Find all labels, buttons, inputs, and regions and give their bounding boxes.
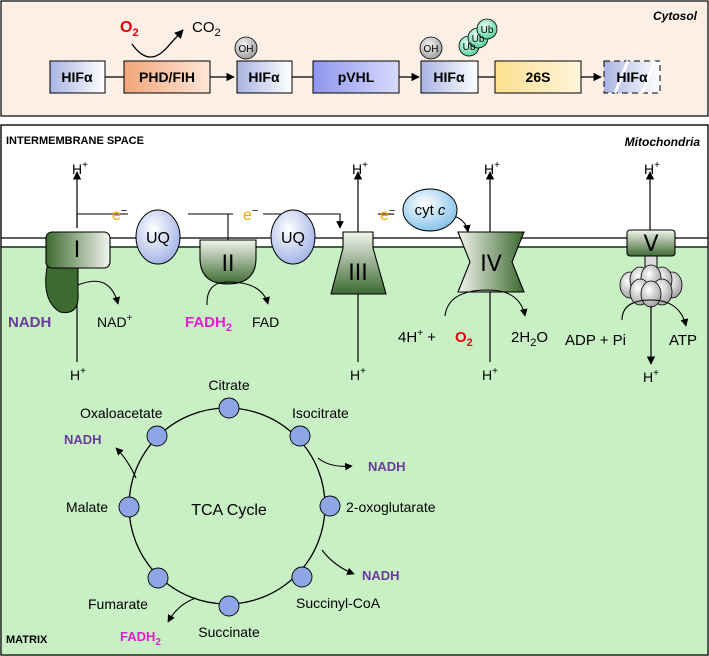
fadh2-oxidation-arrow [206, 281, 270, 306]
oh-label-1: OH [239, 44, 254, 55]
four-protons-label: 4H+ + [398, 328, 436, 346]
tca-isocitrate: Isocitrate [292, 405, 349, 421]
complex-iii-label: III [348, 261, 367, 286]
tca-node-succinate [218, 595, 240, 617]
tca-nadh-arrow-3 [321, 549, 355, 575]
tca-nadh-1: NADH [64, 432, 102, 447]
tca-fadh2-arrow [167, 597, 197, 623]
hif-label-3: HIFα [433, 69, 465, 85]
complex-iv [457, 231, 525, 293]
matrix-label: MATRIX [6, 634, 48, 646]
ubiquinone-1-label: UQ [146, 230, 170, 247]
phd-fih-label: PHD/FIH [139, 69, 195, 85]
electron-label-3: e− [380, 205, 395, 224]
co2-label: CO2 [192, 19, 221, 39]
tca-succinate: Succinate [198, 624, 260, 640]
tca-cycle-title: TCA Cycle [191, 502, 267, 519]
adp-pi-label: ADP + Pi [565, 332, 626, 349]
ims-label: INTERMEMBRANE SPACE [6, 135, 144, 147]
tca-succinyl-coa: Succinyl-CoA [296, 595, 381, 611]
electron-label-2: e− [243, 205, 258, 224]
cytosol-label: Cytosol [653, 9, 698, 23]
degraded-hif-box [603, 60, 661, 94]
tca-malate: Malate [66, 499, 108, 515]
hif-label-2: HIFα [248, 69, 280, 85]
cytosol-panel [0, 0, 709, 117]
tca-node-isocitrate [289, 425, 311, 447]
complex-iv-o2-label: O2 [455, 329, 473, 349]
complex-ii-label: II [222, 252, 235, 277]
matrix-region [1, 246, 708, 655]
proteasome-26s-label: 26S [526, 69, 551, 85]
complex-v-label: V [643, 232, 658, 257]
complex-v-hplus-top: H+ [644, 160, 660, 177]
tca-node-citrate [218, 397, 240, 419]
complex-iv-hplus-bottom: H+ [482, 366, 498, 383]
degraded-hif-label: HIFα [616, 69, 648, 85]
tca-nadh-2: NADH [368, 459, 406, 474]
nadh-oxidation-arrow [77, 280, 121, 305]
complex-ii [199, 239, 257, 285]
complex-iii [330, 231, 387, 295]
ub-label-1: Ub [463, 42, 476, 53]
ubiquinone-2 [270, 209, 316, 265]
complex-i [45, 231, 111, 269]
complex-v-hplus-bottom: H+ [643, 368, 659, 385]
ubiquinone-2-label: UQ [281, 230, 305, 247]
mitochondria-label: Mitochondria [625, 135, 701, 149]
hydroxylation-arrow [131, 29, 184, 58]
oh-label-2: OH [424, 44, 439, 55]
complex-i-label: I [74, 238, 81, 263]
hif-box-3 [420, 60, 479, 94]
electron-label-1: e− [112, 205, 127, 224]
tca-fumarate: Fumarate [88, 596, 148, 612]
o2-label: O2 [120, 19, 139, 39]
fadh2-label: FADH2 [185, 314, 232, 334]
ub-label-2: Ub [472, 34, 485, 45]
tca-node-succinyl-coa [291, 566, 313, 588]
nad-plus-label: NAD+ [97, 313, 133, 330]
hif-box-2 [236, 60, 293, 94]
tca-node-oxaloacetate [146, 425, 168, 447]
tca-nadh-3: NADH [362, 568, 400, 583]
tca-citrate: Citrate [208, 377, 249, 393]
oh-badge-2 [419, 36, 443, 60]
complex-iv-hplus-top: H+ [484, 160, 500, 177]
tca-node-malate [118, 496, 140, 518]
tca-fadh2: FADH2 [120, 629, 161, 648]
tca-nadh-arrow-1 [115, 447, 137, 479]
atp-label: ATP [669, 332, 697, 349]
tca-node-fumarate [147, 567, 169, 589]
complex-i-hplus-top: H+ [72, 160, 88, 177]
ub-label-3: Ub [481, 25, 494, 36]
proteasome-26s-box [494, 60, 582, 94]
oh-badge-1 [234, 36, 258, 60]
tca-node-2-oxoglutarate [319, 495, 341, 517]
complex-iv-label: IV [480, 252, 502, 277]
water-label: 2H2O [511, 329, 548, 349]
complex-iii-hplus-top: H+ [352, 160, 368, 177]
hif-label-1: HIFα [61, 69, 93, 85]
pvhl-label: pVHL [338, 69, 375, 85]
fad-label: FAD [252, 314, 279, 330]
atp-synthesis-arrow [621, 299, 689, 327]
cytochrome-c-label: cyt c [415, 202, 446, 219]
pvhl-box [312, 60, 400, 94]
complex-i-arm [45, 261, 79, 314]
complex-i-nadh: NADH [8, 314, 51, 331]
hif-box-1 [49, 60, 106, 94]
cytochrome-c [402, 188, 458, 232]
complex-i-hplus-bottom: H+ [70, 366, 86, 383]
ubiquinone-1 [135, 209, 181, 265]
ub-badge-3 [476, 18, 498, 40]
oxygen-reduction-arrow [444, 289, 528, 317]
degraded-hif-breaks [613, 60, 657, 94]
tca-nadh-arrow-2 [317, 457, 353, 471]
tca-2-oxoglutarate: 2-oxoglutarate [346, 499, 436, 515]
complex-iii-hplus-bottom: H+ [350, 366, 366, 383]
tca-oxaloacetate: Oxaloacetate [80, 405, 163, 421]
